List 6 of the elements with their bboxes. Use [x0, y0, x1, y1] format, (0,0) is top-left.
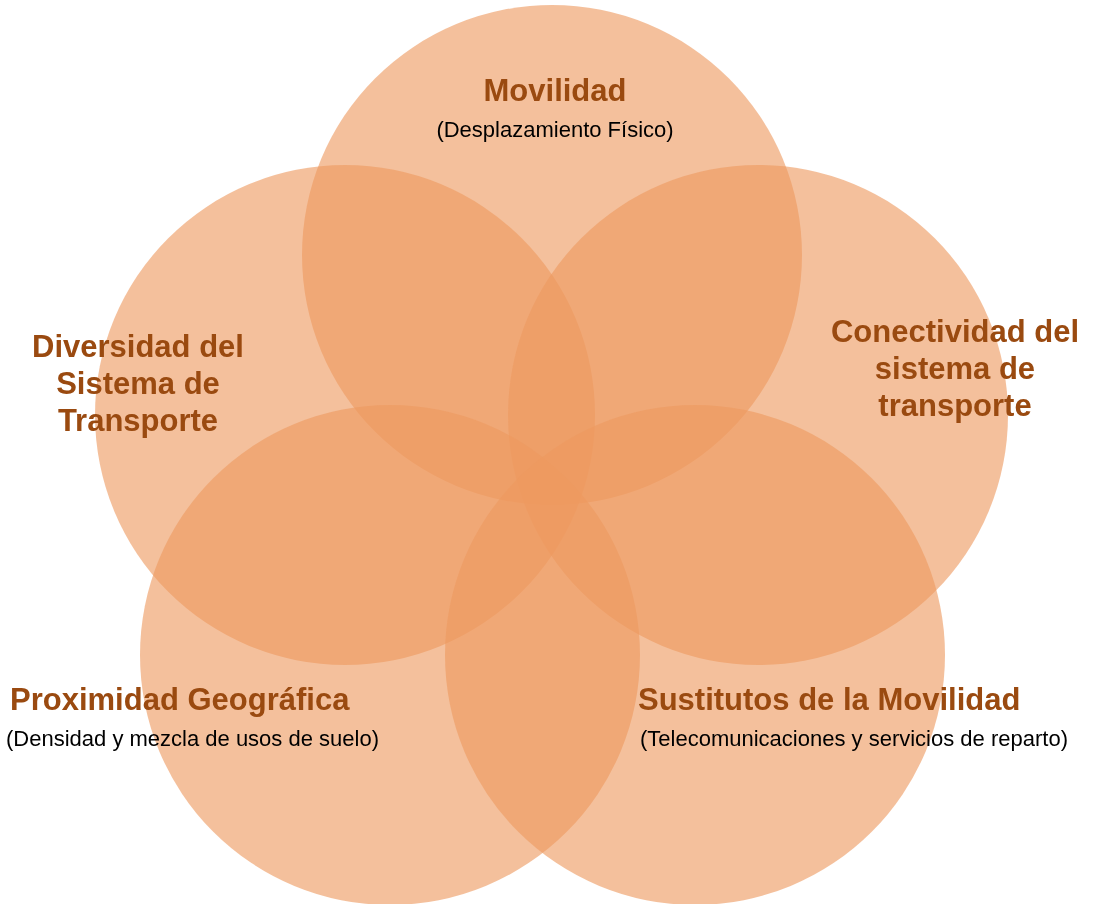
circle-description: (Densidad y mezcla de usos de suelo): [6, 725, 380, 753]
circle-description: (Desplazamiento Físico): [435, 116, 675, 144]
circle-description: (Telecomunicaciones y servicios de reparto): [640, 725, 1069, 753]
circle-heading: Movilidad: [482, 72, 628, 110]
circle-heading: Proximidad Geográfica: [10, 681, 351, 719]
circle-heading: Sustitutos de la Movilidad: [638, 681, 1022, 719]
